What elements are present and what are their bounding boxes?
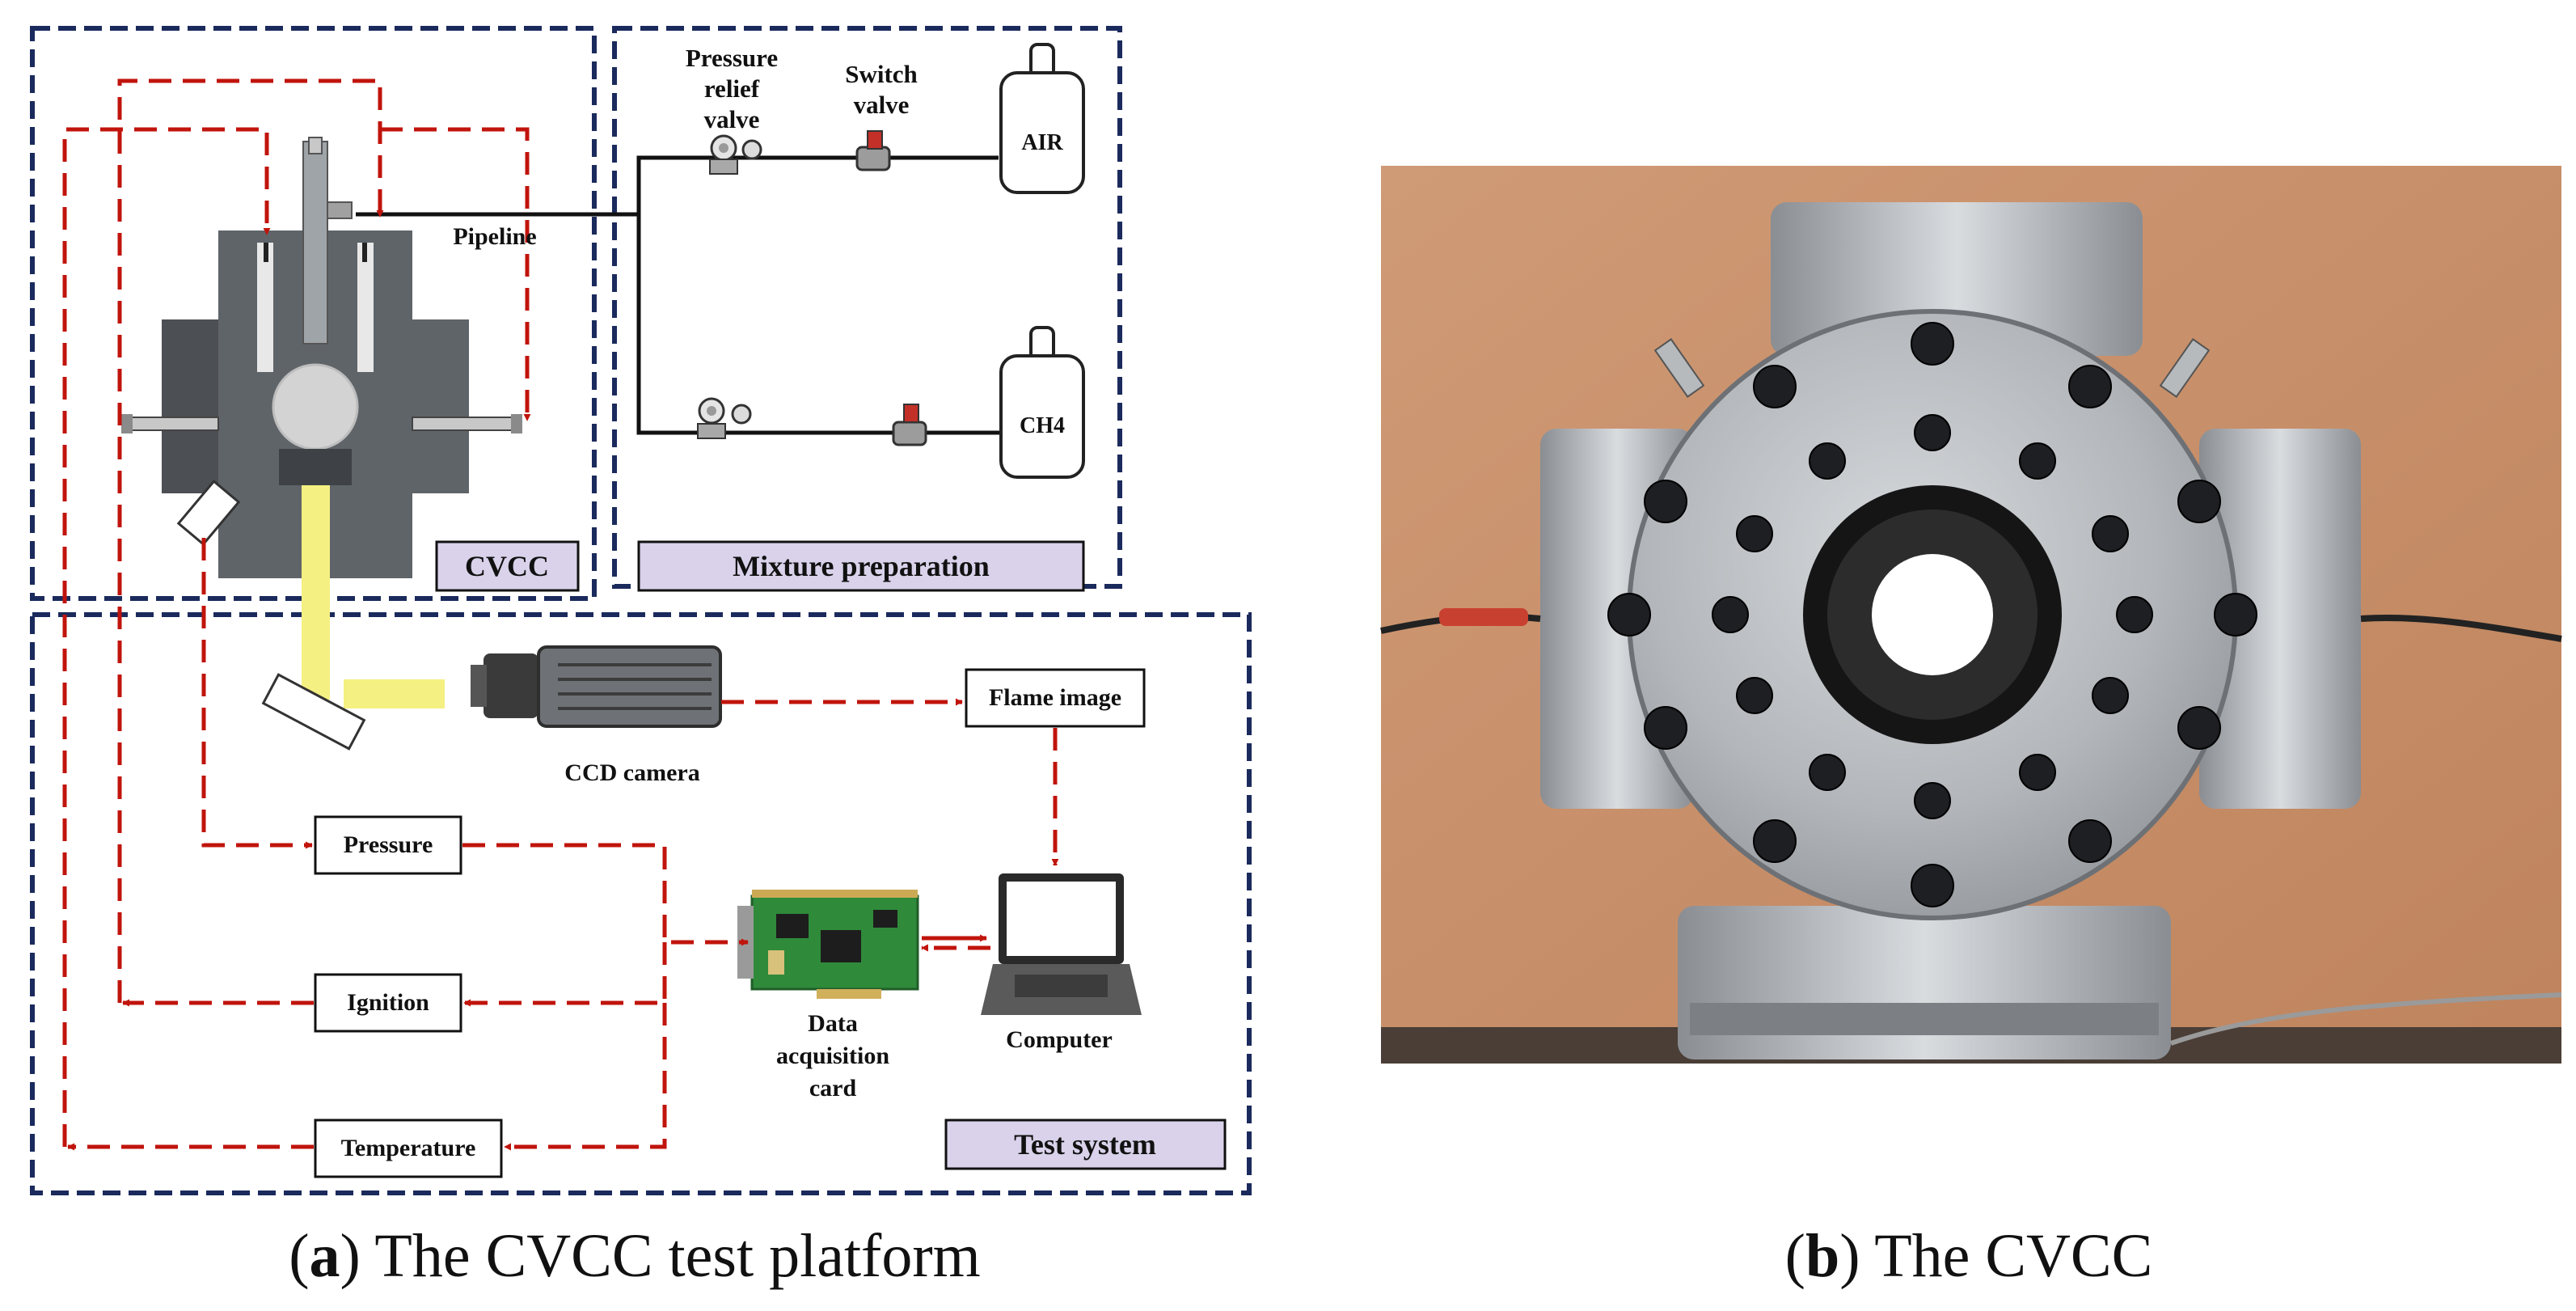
computer-label: Computer	[1006, 1026, 1113, 1053]
ignition-label: Ignition	[347, 989, 429, 1016]
switch-valve-label: Switch	[845, 60, 918, 88]
test-system-label-box	[944, 1119, 1227, 1170]
light-beam	[344, 679, 445, 708]
signal-lines	[62, 78, 1059, 1151]
pressure-label: Pressure	[344, 831, 433, 858]
air-label: AIR	[1021, 130, 1063, 155]
computer-icon	[981, 873, 1142, 1015]
light-beam	[302, 485, 330, 679]
mirror-icon	[261, 673, 366, 751]
data-acquisition-card-label: card	[809, 1075, 857, 1102]
pressure-box	[314, 815, 462, 875]
test-system-frame	[30, 612, 1252, 1195]
mixture-frame	[612, 26, 1122, 589]
data-acquisition-card-label: Data	[808, 1010, 858, 1037]
flame-image-box	[965, 668, 1146, 728]
cvcc-photo-icon	[1380, 166, 2562, 1064]
test-system-label: Test system	[1014, 1128, 1156, 1161]
caption-b-letter: b	[1805, 1222, 1839, 1290]
caption-a-text: ) The CVCC test platform	[340, 1222, 981, 1290]
ccd-camera-label: CCD camera	[564, 759, 699, 786]
pressure-relief-valve-icon	[709, 134, 762, 175]
switch-valve-icon	[855, 130, 891, 171]
panel-a-diagram: Pressure relief valve Switch valve AIR C…	[30, 26, 1252, 1290]
pressure-relief-valve-label: Pressure	[686, 44, 778, 72]
caption-b: (b) The CVCC	[1785, 1222, 2153, 1290]
panel-a-labels: Pressure relief valve Switch valve AIR C…	[341, 44, 1156, 1161]
caption-a-letter: a	[310, 1222, 340, 1290]
air-cylinder-icon	[999, 43, 1085, 194]
data-acquisition-card-icon	[737, 890, 919, 999]
ignition-box	[314, 973, 462, 1033]
mixture-label-box	[637, 540, 1085, 592]
caption-b-text: ) The CVCC	[1839, 1222, 2152, 1290]
pressure-relief-valve-label: valve	[704, 105, 760, 133]
temperature-label: Temperature	[341, 1135, 476, 1161]
ch4-label: CH4	[1020, 413, 1065, 438]
switch-valve-icon	[892, 404, 927, 446]
mixture-preparation-label: Mixture preparation	[733, 550, 990, 582]
pressure-relief-valve-icon	[697, 397, 752, 439]
flame-image-label: Flame image	[989, 684, 1121, 711]
ccd-camera-icon	[471, 645, 722, 728]
data-acquisition-card-label: acquisition	[776, 1042, 889, 1069]
cvcc-label-box	[435, 540, 580, 592]
switch-valve-label: valve	[854, 91, 910, 119]
caption-a: (a) The CVCC test platform	[289, 1222, 981, 1290]
pressure-relief-valve-label: relief	[704, 74, 760, 103]
temperature-box	[314, 1119, 503, 1178]
cvcc-chamber-icon	[121, 137, 522, 578]
cvcc-label: CVCC	[465, 550, 549, 582]
pipeline-label: Pipeline	[453, 223, 536, 250]
ch4-cylinder-icon	[999, 326, 1085, 479]
